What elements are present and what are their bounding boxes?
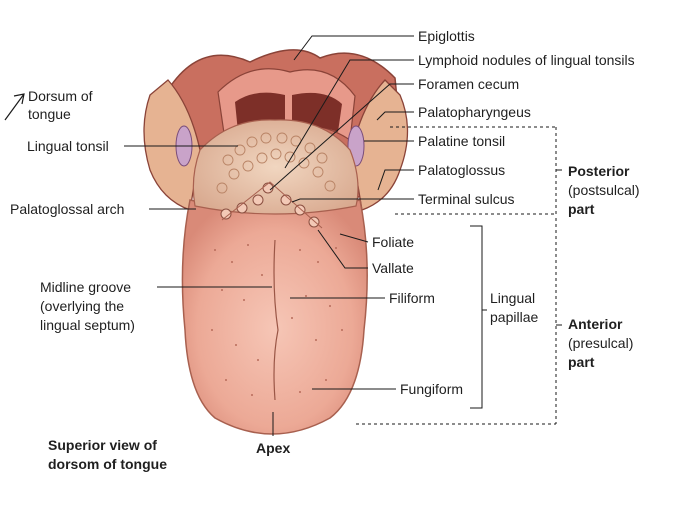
label-lymphoid-nodules: Lymphoid nodules of lingual tonsils [418, 52, 635, 68]
label-palatopharyngeus: Palatopharyngeus [418, 104, 531, 120]
dorsum-arrow-icon [4, 93, 25, 121]
label-lingual-tonsil: Lingual tonsil [27, 138, 109, 154]
label-anterior-line3: part [568, 354, 595, 370]
label-foliate: Foliate [372, 234, 415, 250]
caption-line1: Superior view of [48, 437, 157, 453]
midline-groove-line [273, 239, 279, 401]
label-anterior-line1: Anterior [568, 316, 623, 332]
label-palatoglossus: Palatoglossus [418, 162, 506, 178]
label-posterior-line3: part [568, 201, 595, 217]
label-filiform: Filiform [389, 290, 435, 306]
filiform-stipple [211, 244, 343, 396]
label-midline-line3: lingual septum) [40, 317, 135, 333]
label-dorsum-line2: tongue [28, 106, 71, 122]
label-epiglottis: Epiglottis [418, 28, 475, 44]
label-lingual-papillae-line1: Lingual [490, 290, 536, 306]
terminal-sulcus-line [221, 181, 323, 229]
label-midline-line1: Midline groove [40, 279, 132, 295]
label-lingual-papillae-line2: papillae [490, 309, 539, 325]
label-palatoglossal-arch: Palatoglossal arch [10, 201, 125, 217]
label-terminal-sulcus: Terminal sulcus [418, 191, 515, 207]
caption-line2: dorsom of tongue [48, 456, 167, 472]
lingual-papillae-bracket [470, 225, 483, 409]
tongue-root [192, 119, 359, 215]
label-fungiform: Fungiform [400, 381, 464, 397]
label-foramen-cecum: Foramen cecum [418, 76, 520, 92]
label-apex: Apex [256, 440, 291, 456]
leader-lines [124, 35, 414, 436]
bracket-ticks [482, 169, 562, 326]
label-dorsum-line1: Dorsum of [28, 88, 93, 104]
label-posterior-line1: Posterior [568, 163, 630, 179]
label-palatine-tonsil: Palatine tonsil [418, 133, 506, 149]
left-palatine-arch [143, 79, 201, 211]
label-anterior-line2: (presulcal) [568, 335, 634, 351]
vallate-papillae-row [220, 182, 320, 228]
lingual-tonsil-nodules [216, 132, 336, 194]
label-vallate: Vallate [372, 260, 414, 276]
label-midline-line2: (overlying the [40, 298, 125, 314]
label-posterior-line2: (postsulcal) [568, 182, 640, 198]
